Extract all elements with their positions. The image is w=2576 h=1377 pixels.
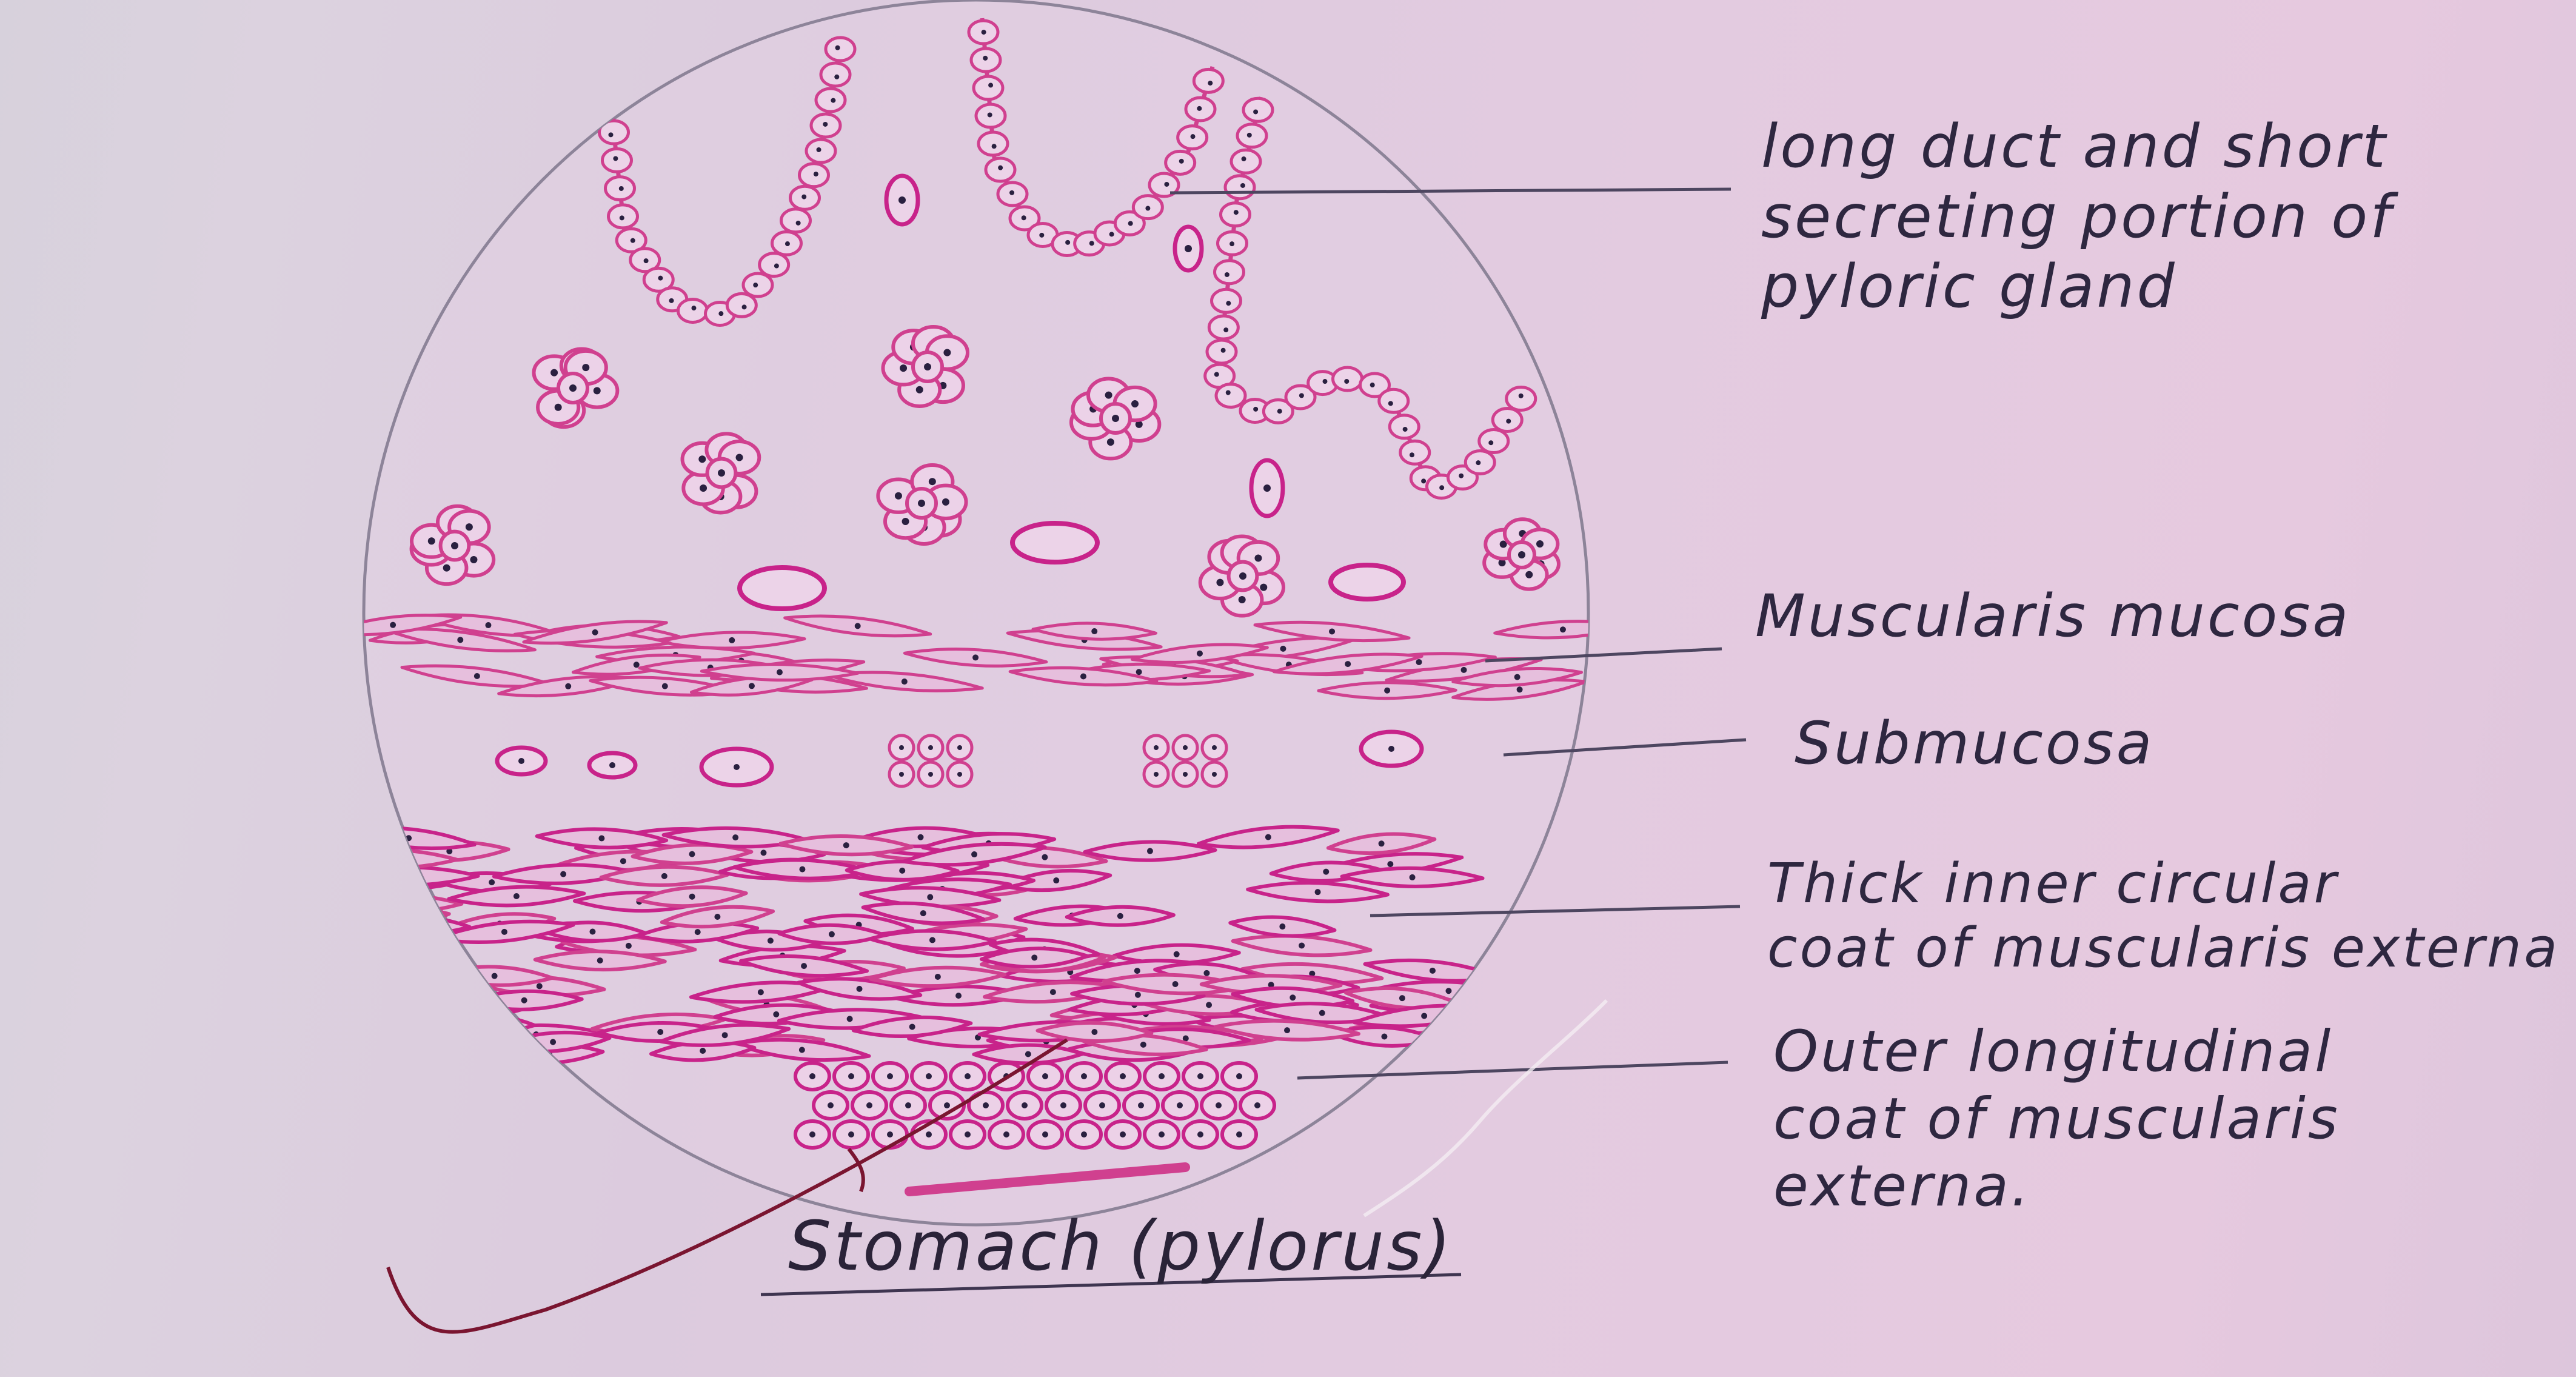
blood-vessel-section <box>1010 521 1100 565</box>
longitudinal-muscle-cell <box>1182 1061 1219 1091</box>
muscularis-mucosa-label: Muscularis mucosa <box>1755 582 2351 650</box>
longitudinal-muscle-cell <box>1200 1090 1237 1121</box>
longitudinal-muscle-cell <box>1220 1061 1258 1091</box>
longitudinal-muscle-cell <box>871 1061 909 1091</box>
submucosa-vessel <box>495 745 548 777</box>
longitudinal-muscle-cell <box>1006 1090 1043 1121</box>
gland-cluster <box>680 432 761 515</box>
longitudinal-muscle-cell <box>1143 1061 1180 1091</box>
longitudinal-muscle-cell <box>794 1061 831 1091</box>
figure-title: Stomach (pylorus) <box>788 1207 1454 1286</box>
longitudinal-muscle-cell <box>1143 1119 1180 1150</box>
gland-cluster <box>1198 534 1286 618</box>
outer-longitudinal-muscle-layer <box>794 1061 1276 1150</box>
submucosa-cell-cluster <box>1142 734 1228 788</box>
longitudinal-muscle-cell <box>1104 1119 1142 1150</box>
blood-vessel-section <box>1328 563 1406 601</box>
longitudinal-muscle-cell <box>1182 1119 1219 1150</box>
longitudinal-muscle-cell <box>889 1090 927 1121</box>
longitudinal-muscle-cell <box>1122 1090 1160 1121</box>
submucosa-vessel <box>1359 729 1424 768</box>
pyloric-gland-label: long duct and short secreting portion of… <box>1761 112 2394 322</box>
title-underline <box>760 1273 1462 1296</box>
longitudinal-muscle-cell <box>910 1061 948 1091</box>
gland-cluster <box>1069 377 1162 461</box>
longitudinal-muscle-cell <box>1026 1061 1064 1091</box>
outer-longitudinal-pointer-line <box>1297 1060 1728 1080</box>
longitudinal-muscle-cell <box>1239 1090 1276 1121</box>
longitudinal-muscle-cell <box>1161 1090 1199 1121</box>
longitudinal-muscle-cell <box>988 1119 1025 1150</box>
blood-vessel-section <box>737 565 827 611</box>
longitudinal-muscle-cell <box>851 1090 888 1121</box>
gland-pointer-line <box>1169 187 1731 195</box>
gland-cross-sections <box>409 324 1561 618</box>
longitudinal-muscle-cell <box>1104 1061 1142 1091</box>
gland-crypt-1 <box>598 36 857 327</box>
submucosa-vessel <box>699 746 774 788</box>
submucosa-cell-cluster <box>888 734 974 788</box>
gland-duct-section <box>884 173 920 227</box>
paper-crease <box>1363 999 1608 1218</box>
gland-cluster <box>1482 517 1561 591</box>
longitudinal-muscle-cell <box>832 1061 870 1091</box>
inner-circular-pointer-line <box>1370 905 1741 917</box>
longitudinal-muscle-cell <box>949 1061 986 1091</box>
longitudinal-muscle-cell <box>1045 1090 1082 1121</box>
longitudinal-muscle-cell <box>832 1119 870 1150</box>
inner-circular-label: Thick inner circular coat of muscularis … <box>1767 852 2560 980</box>
gland-cluster <box>532 347 620 429</box>
longitudinal-muscle-cell <box>1065 1061 1103 1091</box>
longitudinal-muscle-cell <box>812 1090 849 1121</box>
longitudinal-muscle-cell <box>1083 1090 1121 1121</box>
pen-stroke-tip <box>847 1148 865 1193</box>
gland-cluster <box>409 504 496 586</box>
longitudinal-muscle-cell <box>1026 1119 1064 1150</box>
longitudinal-muscle-cell <box>794 1119 831 1150</box>
submucosa-pointer-line <box>1503 738 1747 757</box>
gland-cluster <box>876 463 968 546</box>
longitudinal-muscle-cell <box>949 1119 986 1150</box>
submucosa-layer <box>495 729 1424 788</box>
muscularis-mucosa-layer <box>364 613 1588 701</box>
gland-duct-section <box>1173 224 1204 273</box>
gland-duct-section <box>1249 458 1285 518</box>
gland-crypt-2 <box>967 18 1225 257</box>
longitudinal-muscle-cell <box>1065 1119 1103 1150</box>
outer-longitudinal-label: Outer longitudinal coat of muscularis ex… <box>1773 1019 2340 1219</box>
muscularis-mucosa-pointer-line <box>1485 647 1722 663</box>
pyloric-glands <box>598 18 1537 518</box>
longitudinal-muscle-cell <box>1220 1119 1258 1150</box>
gland-cluster <box>881 324 969 408</box>
submucosa-label: Submucosa <box>1795 709 2155 777</box>
longitudinal-muscle-cell <box>871 1119 909 1150</box>
submucosa-vessel <box>587 751 638 780</box>
pen-stroke <box>386 1038 1068 1334</box>
gland-crypt-3 <box>1203 96 1537 500</box>
title-underline-pink <box>905 1162 1190 1196</box>
